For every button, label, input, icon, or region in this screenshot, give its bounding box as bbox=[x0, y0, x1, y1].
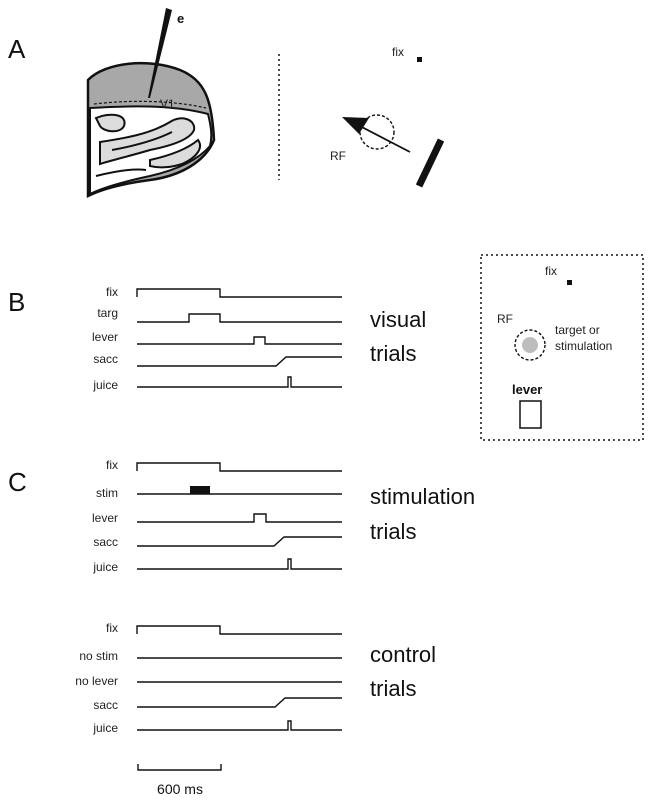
panel-b-letter: B bbox=[8, 287, 25, 317]
visual-trials-label-1: visual bbox=[370, 307, 426, 332]
signal-label-sacc-c: sacc bbox=[93, 535, 118, 549]
sacc-trace-c bbox=[137, 536, 342, 547]
target-label-1: target or bbox=[555, 323, 600, 337]
signal-label-nostim-ctrl: no stim bbox=[79, 649, 118, 663]
fixation-point-a bbox=[417, 57, 422, 62]
control-trials-label-2: trials bbox=[370, 676, 416, 701]
lever-box bbox=[519, 400, 542, 429]
receptive-field-inset bbox=[514, 329, 546, 361]
rf-label-a: RF bbox=[330, 149, 346, 163]
oriented-bar-stimulus bbox=[415, 138, 445, 188]
signal-label-juice-b: juice bbox=[92, 378, 118, 392]
signal-label-stim-c: stim bbox=[96, 486, 118, 500]
fix-label-a: fix bbox=[392, 45, 404, 59]
signal-label-nolever-ctrl: no lever bbox=[75, 674, 118, 688]
signal-label-targ-b: targ bbox=[97, 306, 118, 320]
signal-label-juice-c: juice bbox=[92, 560, 118, 574]
panel-c-letter: C bbox=[8, 467, 27, 497]
lever-trace-b bbox=[137, 336, 342, 345]
signal-label-sacc-b: sacc bbox=[93, 352, 118, 366]
fix-trace-c bbox=[136, 462, 342, 472]
signal-label-lever-b: lever bbox=[92, 330, 118, 344]
saccade-arrow-head bbox=[342, 117, 369, 134]
target-label-2: stimulation bbox=[555, 339, 612, 353]
signal-label-juice-ctrl: juice bbox=[92, 721, 118, 735]
time-scale-bar bbox=[137, 764, 222, 771]
visual-field-inset bbox=[480, 254, 644, 441]
electrode bbox=[148, 8, 172, 98]
scale-bar-label: 600 ms bbox=[157, 781, 203, 797]
fix-trace-b bbox=[136, 288, 342, 298]
panel-a-letter: A bbox=[8, 34, 26, 64]
lever-label-inset: lever bbox=[512, 382, 542, 397]
signal-label-fix-b: fix bbox=[106, 285, 118, 299]
signal-label-fix-c: fix bbox=[106, 458, 118, 472]
signal-label-fix-ctrl: fix bbox=[106, 621, 118, 635]
fixation-point-inset bbox=[567, 280, 572, 285]
juice-trace-b bbox=[137, 376, 342, 388]
stim-trials-label-1: stimulation bbox=[370, 484, 475, 509]
signal-label-lever-c: lever bbox=[92, 511, 118, 525]
stim-trials-label-2: trials bbox=[370, 519, 416, 544]
stim-pulse bbox=[190, 486, 210, 494]
sacc-trace-b bbox=[137, 356, 342, 367]
lever-trace-c bbox=[137, 513, 342, 523]
visual-trials-label-2: trials bbox=[370, 341, 416, 366]
rf-label-inset: RF bbox=[497, 312, 513, 326]
fix-label-inset: fix bbox=[545, 264, 557, 278]
receptive-field-a bbox=[359, 114, 395, 150]
v1-label: V1 bbox=[160, 97, 175, 111]
control-trials-label-1: control bbox=[370, 642, 436, 667]
targ-trace-b bbox=[137, 313, 342, 323]
saccade-arrow-shaft bbox=[355, 123, 411, 153]
brain-section-drawing bbox=[86, 8, 216, 199]
target-spot bbox=[522, 337, 538, 353]
signal-label-sacc-ctrl: sacc bbox=[93, 698, 118, 712]
electrode-label: e bbox=[177, 11, 184, 26]
sacc-trace-ctrl bbox=[137, 697, 342, 708]
juice-trace-c bbox=[137, 558, 342, 570]
fix-trace-ctrl bbox=[136, 625, 342, 635]
juice-trace-ctrl bbox=[137, 720, 342, 731]
